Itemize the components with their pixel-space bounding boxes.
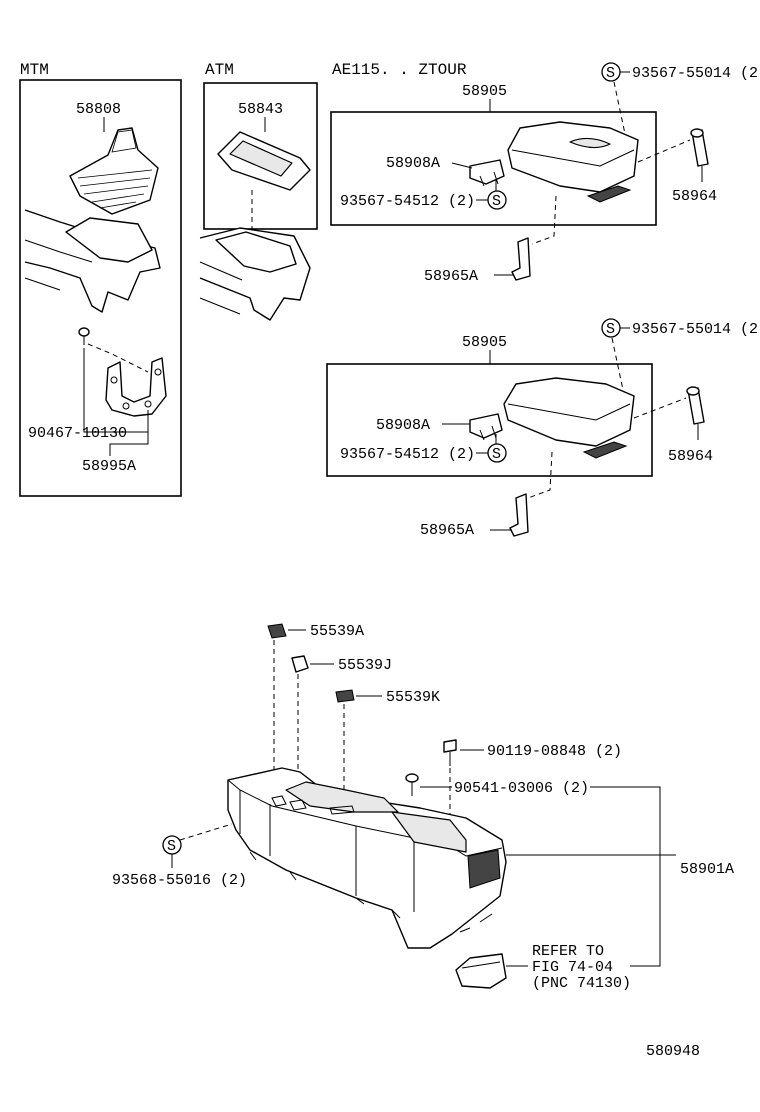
- armrest-frame-1: [330, 111, 657, 226]
- leader-armrest-hinge-1: [451, 162, 473, 169]
- s-mark-text: S: [606, 321, 615, 338]
- leader-console-bracket: [590, 786, 661, 967]
- atm-frame: [203, 82, 318, 230]
- dash-clip-2: [633, 397, 687, 419]
- section-label-mtm: MTM: [20, 61, 49, 79]
- label-armrest-latch-1: 58965A: [424, 268, 478, 285]
- label-shift-boot: 58808: [76, 101, 121, 118]
- section-label-variant: AE115. . ZTOUR: [332, 61, 467, 79]
- plug-j-part: [291, 655, 309, 673]
- dash-latch-2: [527, 451, 553, 499]
- label-console-box: 58901A: [680, 861, 734, 878]
- armrest-latch-1: [511, 237, 531, 281]
- armrest-latch-2: [509, 493, 529, 537]
- refer-line-2: FIG 74-04: [532, 959, 613, 976]
- dash-tap-screw: [179, 823, 233, 841]
- refer-part: [455, 953, 507, 989]
- indicator-housing-part: [217, 131, 311, 191]
- label-armrest-assy-1: 58905: [462, 83, 507, 100]
- label-armrest-tap-screw-2: 93567-55014 (2): [632, 321, 760, 338]
- label-armrest-tap-screw-1: 93567-55014 (2): [632, 65, 760, 82]
- armrest-lid-1: [507, 121, 639, 203]
- refer-line-1: REFER TO: [532, 943, 604, 960]
- label-indicator-housing: 58843: [238, 101, 283, 118]
- label-armrest-clip-2: 58964: [668, 448, 713, 465]
- label-armrest-hinge-2: 58908A: [376, 417, 430, 434]
- label-plug-j: 55539J: [338, 657, 392, 674]
- label-plug-k: 55539K: [386, 689, 440, 706]
- s-mark-icon: [487, 190, 507, 210]
- leader-bracket: [109, 410, 149, 456]
- plug-k-part: [335, 689, 355, 703]
- label-clip-bolt: 90541-03006 (2): [454, 780, 589, 797]
- section-label-atm: ATM: [205, 61, 234, 79]
- bracket-part: [105, 357, 167, 417]
- figure-number: 580948: [646, 1043, 700, 1060]
- dash-clip-1: [637, 139, 691, 163]
- atm-console-fragment: [199, 227, 311, 321]
- s-mark-text: S: [492, 446, 501, 463]
- mtm-frame: [19, 79, 182, 497]
- armrest-frame-2: [326, 363, 653, 477]
- armrest-lid-2: [503, 377, 635, 459]
- leader-bracket-screw: [83, 348, 148, 433]
- armrest-clip-1: [690, 128, 709, 167]
- armrest-clip-2: [686, 386, 705, 425]
- armrest-hinge-2: [469, 413, 503, 441]
- console-box-part: [227, 767, 507, 949]
- label-armrest-screw-2: 93567-54512 (2): [340, 446, 475, 463]
- clip-bolt-part: [405, 773, 419, 796]
- label-bracket-screw: 90467-10130: [28, 425, 127, 442]
- armrest-hinge-1: [469, 159, 505, 187]
- mtm-console-fragment: [24, 209, 161, 313]
- label-tap-screw: 93568-55016 (2): [112, 872, 247, 889]
- label-armrest-hinge-1: 58908A: [386, 155, 440, 172]
- s-mark-text: S: [167, 838, 176, 855]
- label-armrest-assy-2: 58905: [462, 334, 507, 351]
- s-mark-text: S: [492, 193, 501, 210]
- s-mark-text: S: [606, 65, 615, 82]
- bracket-screw-part: [78, 327, 90, 345]
- label-plug-a: 55539A: [310, 623, 364, 640]
- label-bolt: 90119-08848 (2): [487, 743, 622, 760]
- bolt-part: [443, 739, 457, 766]
- s-mark-icon: [487, 443, 507, 463]
- label-armrest-latch-2: 58965A: [420, 522, 474, 539]
- label-armrest-clip-1: 58964: [672, 188, 717, 205]
- label-bracket: 58995A: [82, 458, 136, 475]
- label-armrest-screw-1: 93567-54512 (2): [340, 193, 475, 210]
- plug-a-part: [267, 623, 287, 639]
- dash-latch-1: [531, 195, 557, 245]
- shift-boot-part: [69, 127, 159, 215]
- refer-line-3: (PNC 74130): [532, 975, 631, 992]
